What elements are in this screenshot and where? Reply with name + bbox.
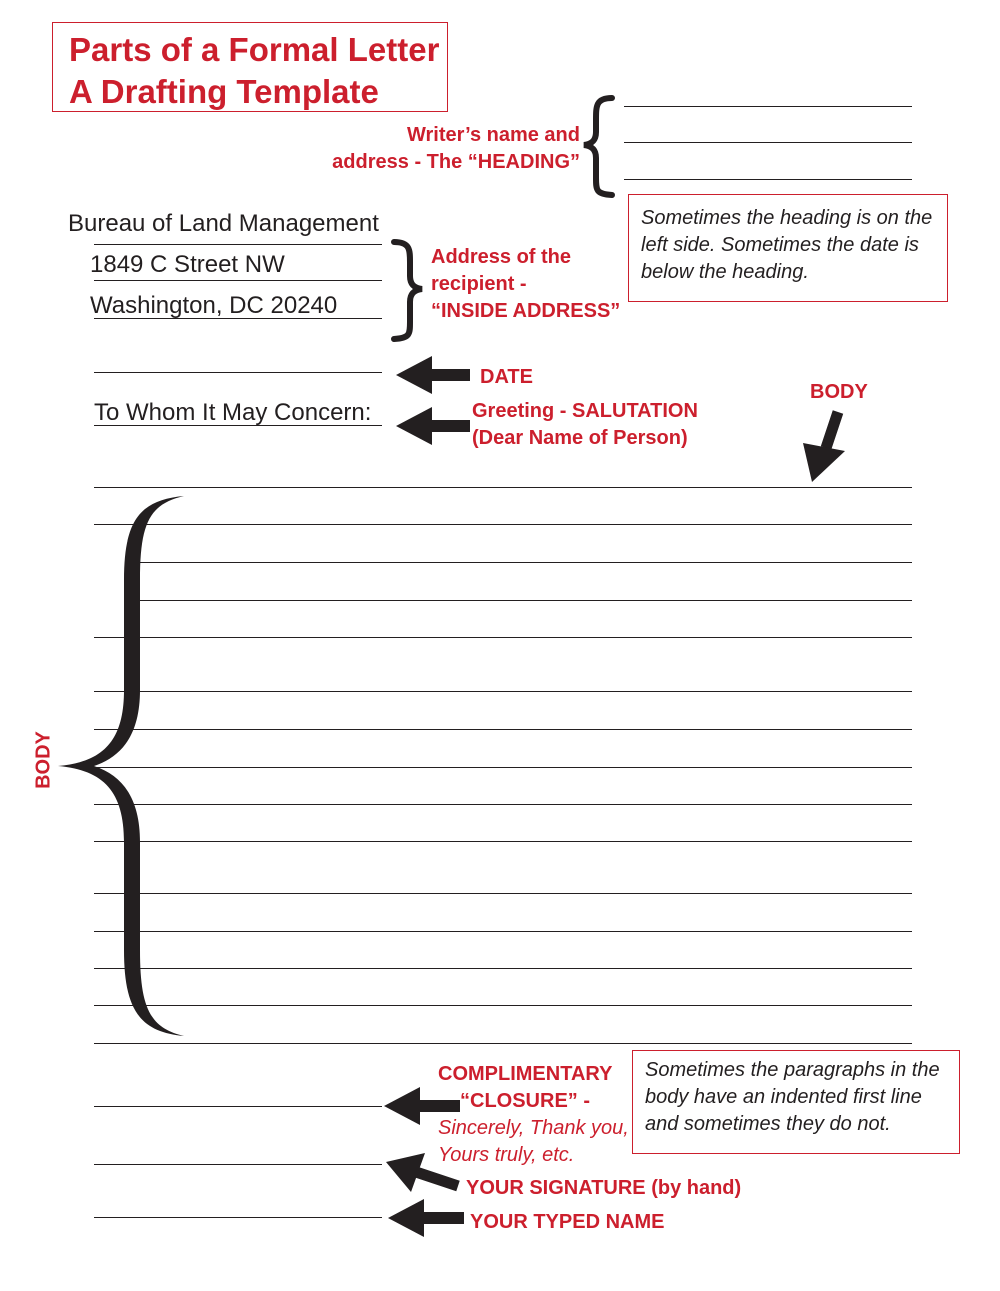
inside-address-label: Address of the recipient - “INSIDE ADDRE…	[431, 244, 620, 325]
heading-brace-icon	[583, 95, 615, 198]
body-line[interactable]	[94, 691, 912, 692]
body-line[interactable]	[94, 637, 912, 638]
body-line[interactable]	[94, 1005, 912, 1006]
date-arrow-icon	[396, 356, 470, 394]
inside-address-label-line-2: recipient -	[431, 273, 527, 295]
signature-line[interactable]	[94, 1164, 382, 1165]
heading-label-line-2: address - The “HEADING”	[332, 151, 580, 173]
title-line-2: A Drafting Template	[69, 73, 379, 110]
recipient-name: Bureau of Land Management	[68, 210, 379, 237]
body-line[interactable]	[128, 600, 912, 601]
body-label-top: BODY	[810, 381, 868, 403]
inside-address-label-line-3: “INSIDE ADDRESS”	[431, 300, 621, 322]
closure-label-line-1: COMPLIMENTARY	[438, 1063, 613, 1085]
heading-label-line-1: Writer’s name and	[406, 124, 580, 146]
body-line[interactable]	[94, 968, 912, 969]
body-note-text: Sometimes the paragraphs in the body hav…	[645, 1059, 940, 1135]
body-arrow-icon	[803, 410, 845, 482]
body-line[interactable]	[94, 804, 912, 805]
heading-label: Writer’s name and address - The “HEADING…	[290, 122, 580, 176]
heading-line-1[interactable]	[624, 106, 912, 107]
inside-address-brace-icon	[391, 239, 423, 342]
address-line-3[interactable]	[94, 318, 382, 319]
recipient-city: Washington, DC 20240	[90, 292, 338, 319]
title-line-1: Parts of a Formal Letter	[69, 31, 440, 68]
closure-line[interactable]	[94, 1106, 382, 1107]
salutation-line[interactable]	[94, 425, 382, 426]
heading-note-text: Sometimes the heading is on the left sid…	[641, 207, 933, 283]
address-line-1[interactable]	[94, 244, 382, 245]
typed-name-arrow-icon	[388, 1199, 464, 1237]
body-line[interactable]	[94, 893, 912, 894]
recipient-street: 1849 C Street NW	[90, 251, 285, 278]
body-line[interactable]	[128, 562, 912, 563]
heading-line-3[interactable]	[624, 179, 912, 180]
body-brace-icon	[58, 496, 184, 1036]
signature-arrow-icon	[386, 1153, 460, 1192]
salutation-label-line-2: (Dear Name of Person)	[472, 427, 688, 449]
body-line[interactable]	[94, 1043, 912, 1044]
date-line[interactable]	[94, 372, 382, 373]
salutation-label-line-1: Greeting - SALUTATION	[472, 400, 698, 422]
date-label: DATE	[480, 366, 533, 388]
signature-label: YOUR SIGNATURE (by hand)	[466, 1177, 742, 1199]
title-box: Parts of a Formal Letter A Drafting Temp…	[52, 22, 448, 112]
heading-line-2[interactable]	[624, 142, 912, 143]
closure-label-line-2: “CLOSURE” -	[460, 1090, 590, 1112]
salutation-label: Greeting - SALUTATION (Dear Name of Pers…	[472, 398, 698, 452]
heading-note: Sometimes the heading is on the left sid…	[628, 194, 948, 302]
typed-name-label: YOUR TYPED NAME	[470, 1211, 665, 1233]
address-line-2[interactable]	[94, 280, 382, 281]
closure-examples-line-1: Sincerely, Thank you,	[438, 1117, 629, 1139]
closure-arrow-icon	[384, 1087, 460, 1125]
inside-address-label-line-1: Address of the	[431, 246, 572, 268]
body-line[interactable]	[94, 767, 912, 768]
body-line[interactable]	[94, 729, 912, 730]
typed-name-line[interactable]	[94, 1217, 382, 1218]
body-line[interactable]	[94, 841, 912, 842]
body-line[interactable]	[94, 487, 912, 488]
body-line[interactable]	[94, 524, 912, 525]
closure-examples-line-2: Yours truly, etc.	[438, 1144, 575, 1166]
salutation-text: To Whom It May Concern:	[94, 399, 372, 426]
salutation-arrow-icon	[396, 407, 470, 445]
body-note: Sometimes the paragraphs in the body hav…	[632, 1050, 960, 1154]
body-line[interactable]	[94, 931, 912, 932]
